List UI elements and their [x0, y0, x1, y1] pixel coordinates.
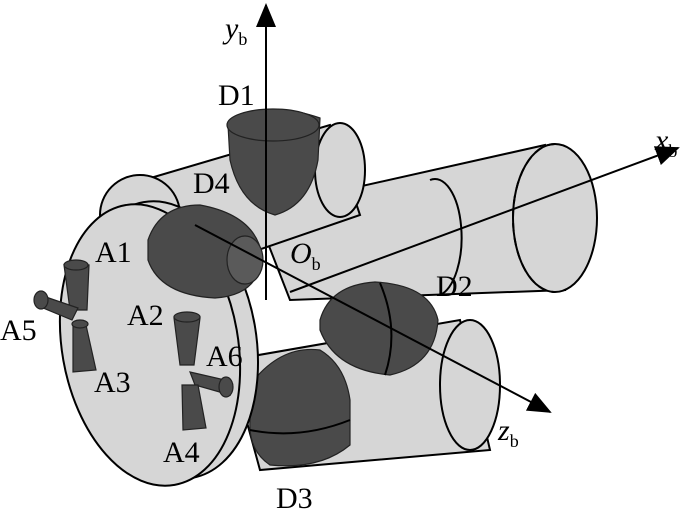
z-axis-label: zb [497, 414, 519, 451]
label-A6: A6 [206, 340, 243, 373]
x-axis-label: xb [654, 124, 677, 161]
z-axis [194, 224, 552, 413]
thruster-A2 [173, 311, 201, 366]
thruster-A6 [189, 371, 234, 398]
thruster-D3 [249, 348, 351, 467]
label-D2: D2 [436, 270, 473, 303]
label-A4: A4 [163, 436, 200, 469]
main-shaft [253, 143, 598, 302]
thruster-D4 [147, 204, 264, 299]
thruster-A5 [33, 290, 79, 321]
thruster-A3 [71, 319, 97, 373]
label-D4: D4 [193, 167, 230, 200]
thruster-D1 [226, 108, 321, 216]
origin-label: Ob [290, 237, 321, 274]
x-axis [289, 146, 680, 293]
label-A2: A2 [127, 299, 164, 332]
label-D3: D3 [276, 482, 313, 515]
label-D1: D1 [218, 79, 255, 112]
y-axis-label: yb [222, 12, 247, 49]
thruster-A1 [63, 259, 90, 311]
label-A3: A3 [94, 366, 131, 399]
label-A1: A1 [95, 236, 132, 269]
thruster-A4 [181, 384, 207, 431]
label-A5: A5 [0, 314, 37, 347]
